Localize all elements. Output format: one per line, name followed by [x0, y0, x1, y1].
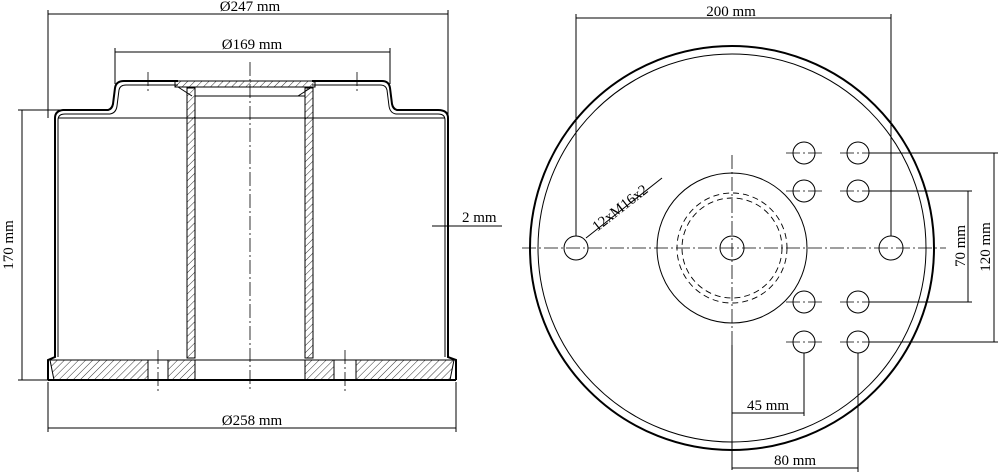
tube-left-wall: [186, 87, 196, 359]
dim-label-45: 45 mm: [747, 398, 789, 414]
dim-label-258: Ø258 mm: [222, 413, 283, 429]
side-view: Ø247 mm Ø169 mm 170 mm 2 mm Ø258 mm: [1, 0, 502, 432]
collar-bevel: [177, 86, 313, 97]
top-view: 200 mm 12xM16x2 70 mm 120 mm 45 mm 80 mm: [522, 4, 998, 472]
dim-label-wall: 2 mm: [462, 210, 497, 226]
base-plate-left: [49, 359, 149, 381]
dim-label-247: Ø247 mm: [220, 0, 281, 15]
tube-right-wall: [304, 87, 314, 359]
base-plate-inner-left: [167, 359, 196, 381]
housing-outer-wall: [47, 80, 457, 380]
top-collar-section: [174, 80, 316, 88]
base-plate-right: [355, 359, 455, 381]
base-plate-inner-right: [304, 359, 335, 381]
housing-inner-wall: [57, 84, 446, 357]
thread-leader: [585, 177, 663, 239]
dim-label-200: 200 mm: [706, 4, 756, 20]
thread-label: 12xM16x2: [590, 182, 652, 235]
dim-label-169: Ø169 mm: [222, 37, 283, 53]
dim-label-80: 80 mm: [774, 453, 816, 469]
dim-label-170: 170 mm: [1, 220, 17, 270]
dim-label-120: 120 mm: [978, 222, 994, 272]
bolt-holes: [563, 141, 904, 354]
dim-label-70: 70 mm: [953, 225, 969, 267]
